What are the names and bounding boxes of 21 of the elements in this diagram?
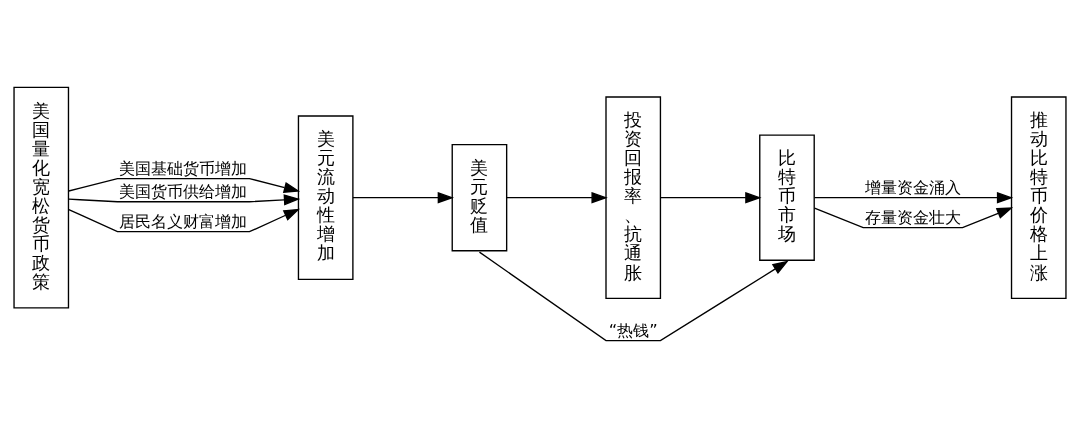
edge-label: “热钱” (608, 320, 658, 340)
edge-label: 居民名义财富增加 (119, 212, 248, 232)
arrow (352, 191, 454, 204)
arrow (506, 191, 608, 204)
edge-label: 增量资金涌入 (864, 178, 961, 198)
edge-label: 美国基础货币增加 (119, 158, 248, 178)
arrow (68, 177, 301, 194)
arrow (813, 207, 1014, 229)
node-box: 投资回报率、抗通胀 (605, 96, 662, 300)
arrow (68, 194, 301, 206)
node-box: 美元贬值 (451, 143, 508, 252)
node-box: 美元流动性增加 (297, 115, 354, 280)
node-box: 推动比特币价格上涨 (1010, 96, 1067, 300)
arrow (478, 251, 789, 342)
edge-label: 美国货币供给增加 (119, 182, 248, 202)
arrow (813, 191, 1014, 204)
arrow (659, 191, 762, 204)
edge-label: 存量资金壮大 (864, 207, 961, 227)
arrow (68, 208, 300, 233)
node-box: 比特币市场 (759, 134, 815, 261)
node-box: 美国量化宽松货币政策 (13, 86, 70, 309)
